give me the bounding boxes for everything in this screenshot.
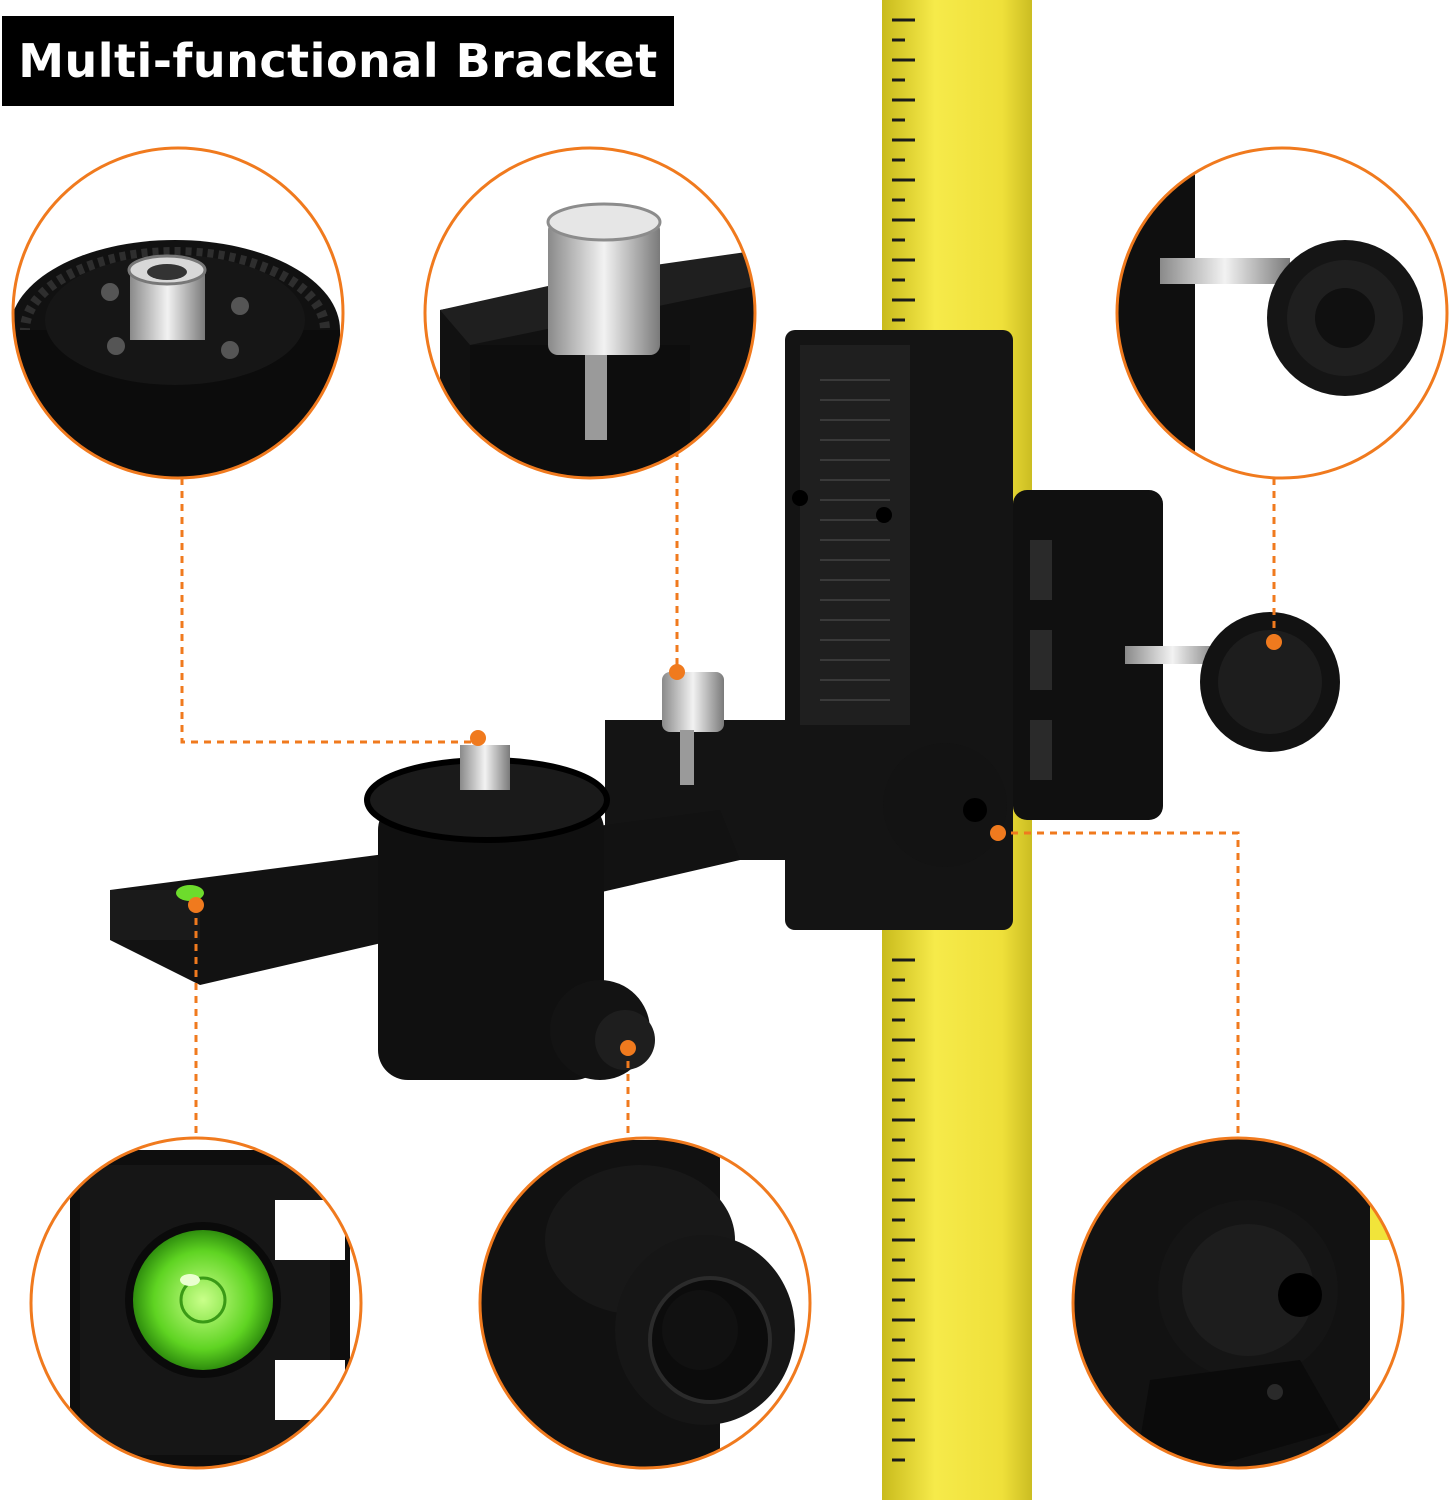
pole-clamp-screw-icon (1115, 146, 1449, 480)
rotation-lock-knob-icon (478, 1136, 812, 1470)
slide-lock-knob-icon (1071, 1136, 1405, 1470)
locking-knob-icon (423, 146, 757, 480)
rotating-gear-base-icon (11, 146, 345, 480)
title-banner: Multi-functional Bracket (2, 16, 674, 106)
callout-dots (188, 634, 1282, 1056)
bubble-level-icon (29, 1136, 363, 1470)
callout-lines (180, 450, 1276, 1138)
page-title: Multi-functional Bracket (18, 34, 658, 88)
bracket-assembly (110, 330, 1340, 1080)
pole-scale-ticks (892, 18, 915, 1462)
